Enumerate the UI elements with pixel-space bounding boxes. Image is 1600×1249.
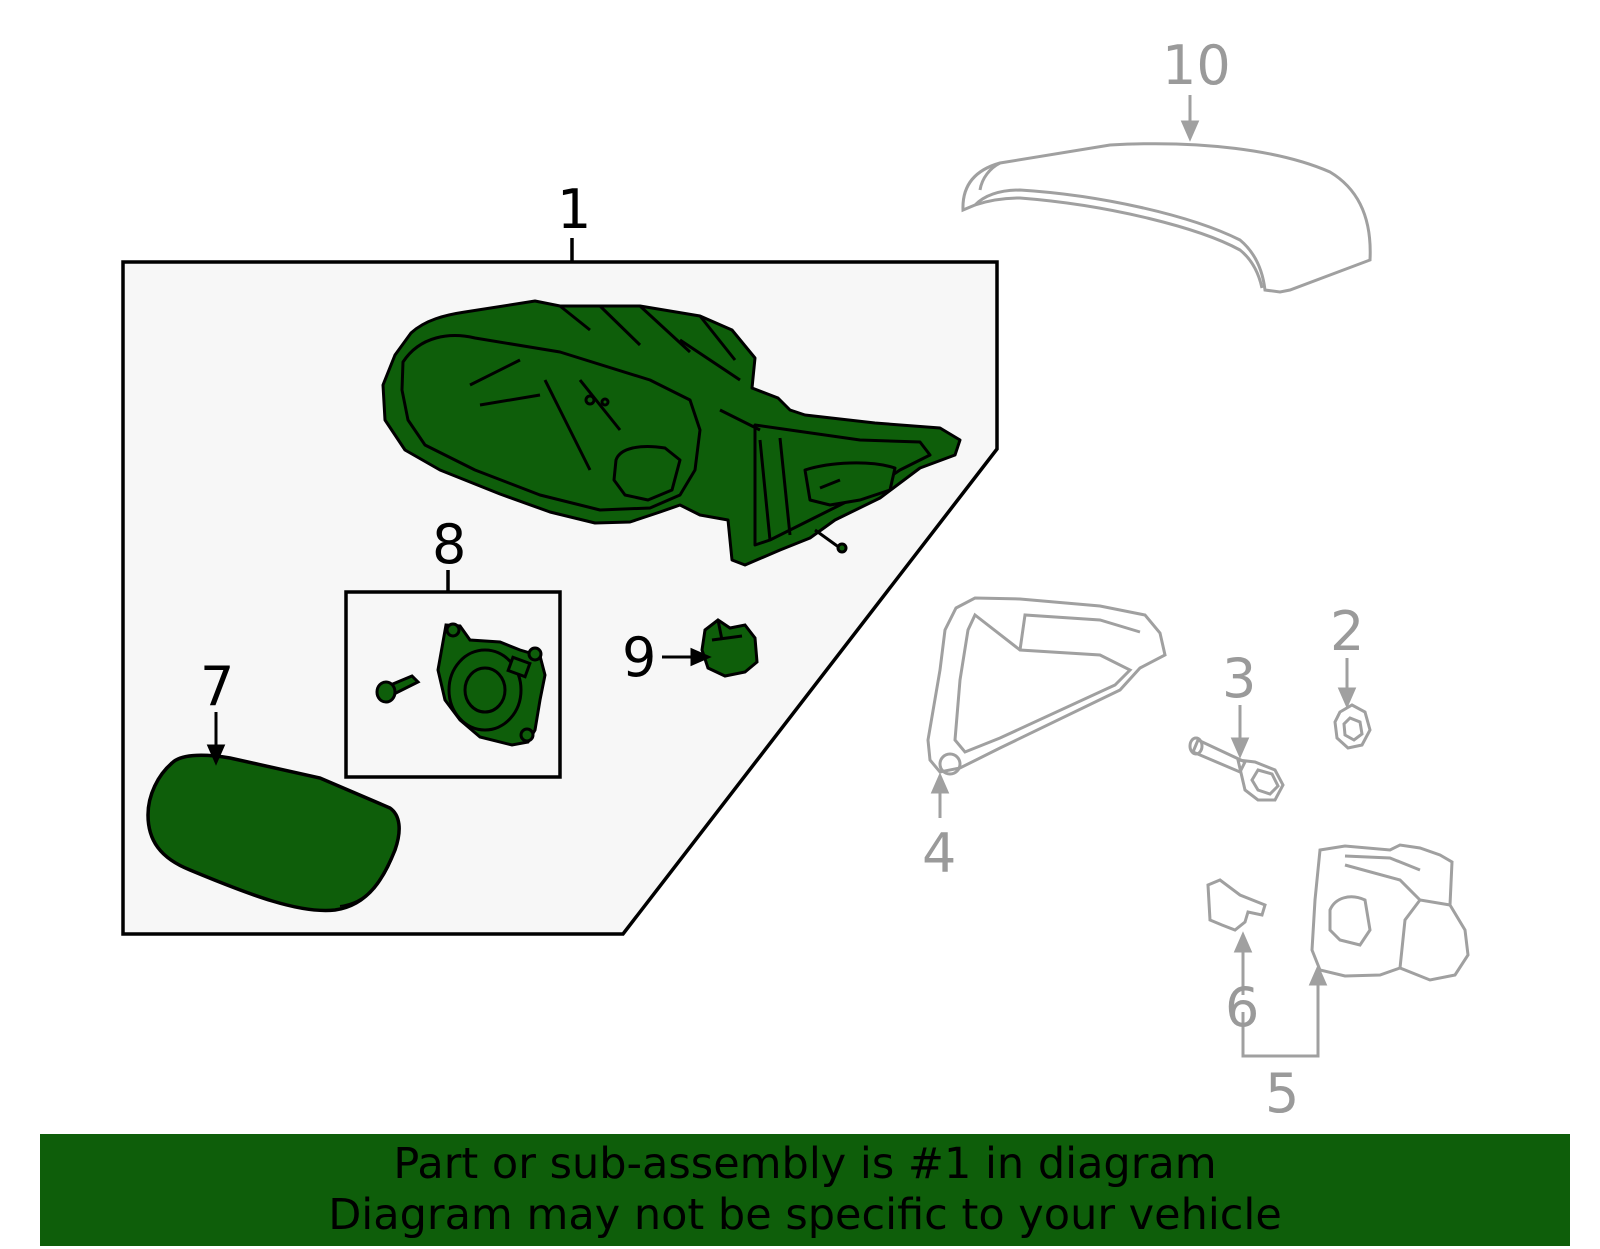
callout-4: 4 (922, 822, 956, 885)
callout-8: 8 (432, 513, 466, 576)
callout-3: 3 (1222, 647, 1256, 710)
callout-7: 7 (200, 655, 234, 718)
mounting-clip[interactable] (700, 618, 759, 678)
mounting-bolt[interactable] (1188, 736, 1285, 802)
info-banner: Part or sub-assembly is #1 in diagram Di… (40, 1134, 1570, 1246)
callout-2: 2 (1330, 600, 1364, 663)
callout-6: 6 (1225, 976, 1259, 1039)
mounting-nut[interactable] (1333, 703, 1372, 750)
callout-9: 9 (622, 626, 656, 689)
mirror-housing-assembly[interactable] (381, 299, 962, 567)
banner-line-2: Diagram may not be specific to your vehi… (328, 1190, 1282, 1240)
actuator-motor[interactable] (436, 622, 547, 747)
mirror-bracket[interactable] (926, 596, 1167, 776)
retainer-clip[interactable] (1206, 878, 1267, 932)
callout-10: 10 (1162, 34, 1231, 97)
callout-1: 1 (557, 178, 591, 241)
mirror-cover[interactable] (961, 142, 1372, 294)
mirror-glass[interactable] (146, 753, 401, 913)
callout-5: 5 (1265, 1062, 1299, 1125)
leader-lines-inactive (930, 95, 1357, 1058)
mirror-base[interactable] (1310, 843, 1470, 982)
leader-lines-active (206, 647, 712, 766)
banner-line-1: Part or sub-assembly is #1 in diagram (393, 1139, 1217, 1189)
actuator-screw[interactable] (375, 674, 421, 704)
